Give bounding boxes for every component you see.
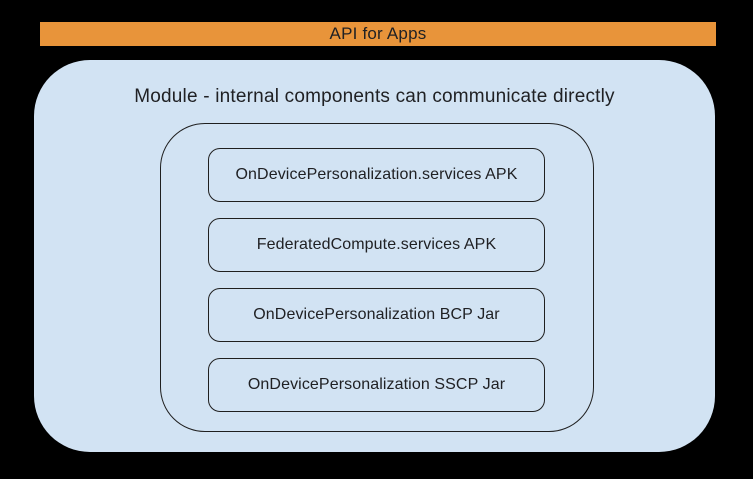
- component-ondevicepersonalization-services-apk: OnDevicePersonalization.services APK: [208, 148, 545, 202]
- component-label: OnDevicePersonalization SSCP Jar: [247, 376, 506, 393]
- component-federatedcompute-services-apk: FederatedCompute.services APK: [208, 218, 545, 272]
- module-title: Module - internal components can communi…: [134, 86, 615, 107]
- module-boundary: OnDevicePersonalization.services APK Fed…: [160, 123, 594, 432]
- api-for-apps-banner: API for Apps: [40, 22, 716, 46]
- component-ondevicepersonalization-bcp-jar: OnDevicePersonalization BCP Jar: [208, 288, 545, 342]
- component-label: FederatedCompute.services APK: [256, 236, 497, 253]
- module-container: Module - internal components can communi…: [34, 60, 715, 452]
- component-label: OnDevicePersonalization.services APK: [235, 166, 518, 183]
- component-ondevicepersonalization-sscp-jar: OnDevicePersonalization SSCP Jar: [208, 358, 545, 412]
- component-label: OnDevicePersonalization BCP Jar: [253, 306, 500, 323]
- api-for-apps-banner-label: API for Apps: [329, 24, 427, 43]
